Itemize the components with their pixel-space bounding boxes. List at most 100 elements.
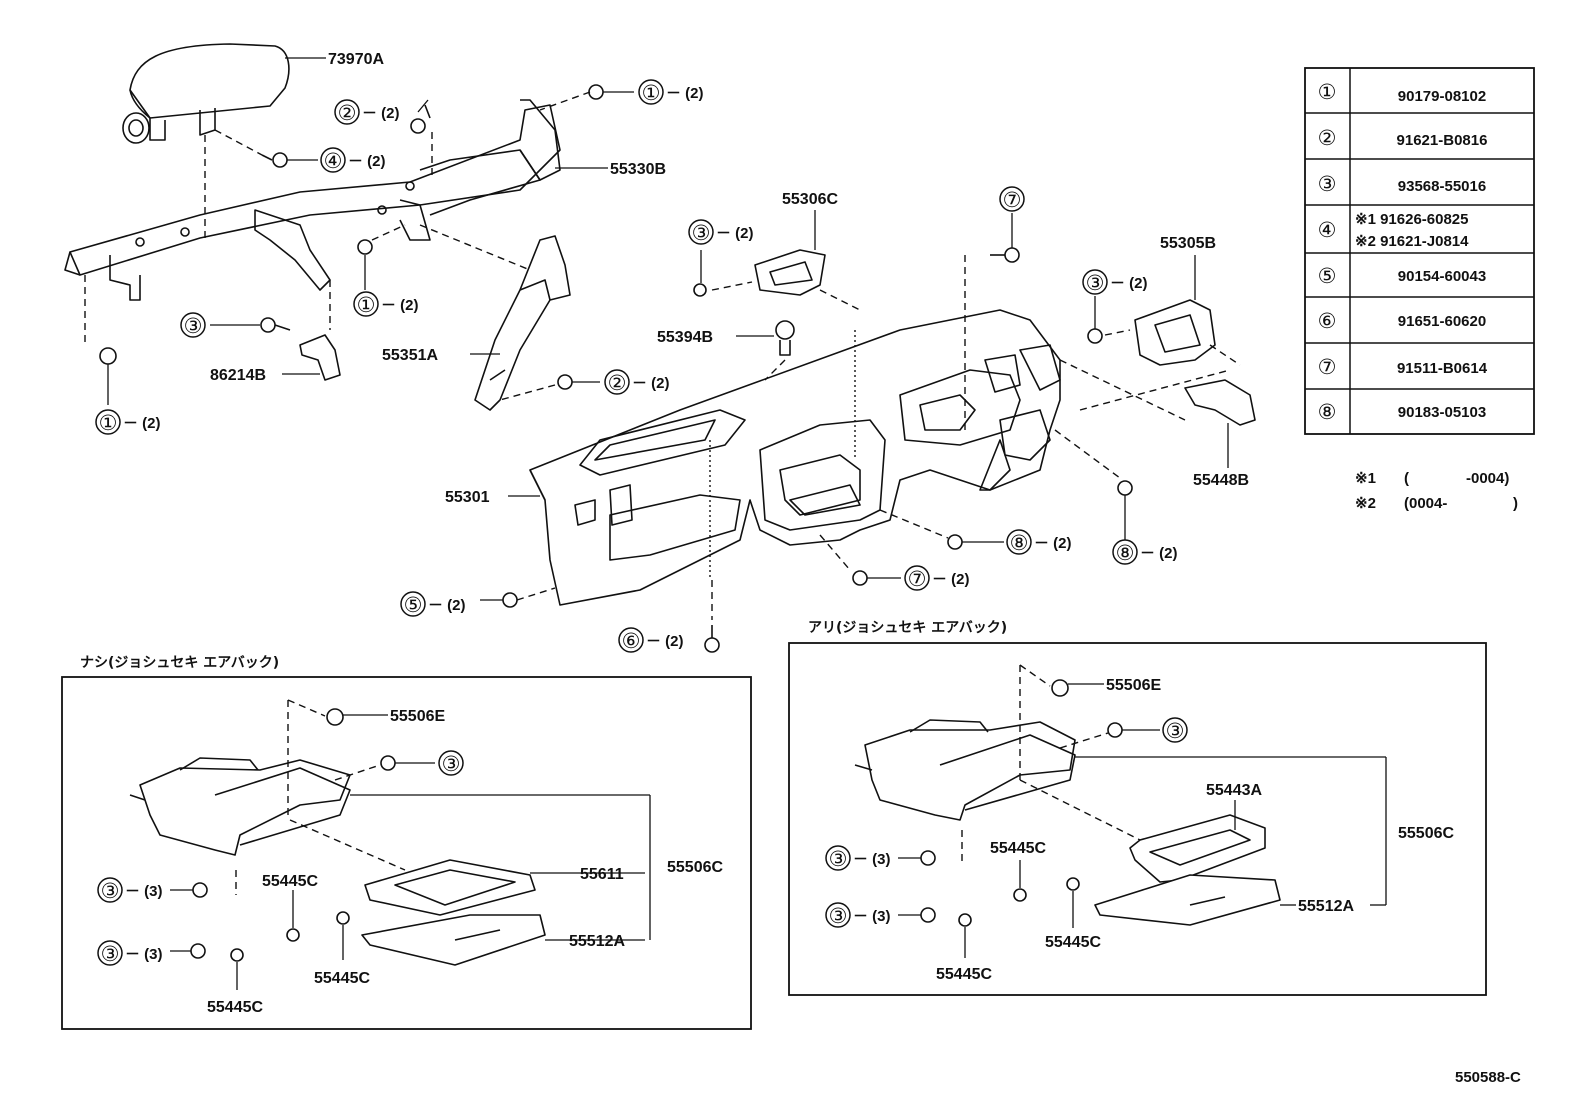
cover-55448B bbox=[1184, 379, 1256, 468]
label-right-55506C: 55506C bbox=[1398, 825, 1454, 842]
svg-text:③: ③ bbox=[442, 753, 461, 776]
table-ref-5: ⑤ bbox=[1318, 265, 1337, 288]
parts-table: ① 90179-08102 ② 91621-B0816 ③ 93568-5501… bbox=[1304, 67, 1535, 435]
label-right-55506E: 55506E bbox=[1106, 677, 1161, 694]
svg-text:③: ③ bbox=[184, 315, 203, 338]
svg-text:③: ③ bbox=[829, 848, 848, 871]
svg-text:⑧: ⑧ bbox=[1116, 542, 1135, 565]
svg-text:－ (2): － (2) bbox=[1110, 275, 1148, 292]
table-part-6: 91651-60620 bbox=[1398, 313, 1486, 330]
table-ref-6: ⑥ bbox=[1318, 310, 1337, 333]
svg-text:－ (2): － (2) bbox=[666, 85, 704, 102]
table-part-4a: ※1 91626-60825 bbox=[1355, 211, 1469, 228]
glovebox-right bbox=[854, 664, 1387, 958]
svg-text:－ (2): － (2) bbox=[428, 597, 466, 614]
svg-text:①: ① bbox=[99, 412, 118, 435]
label-right-55445C-a: 55445C bbox=[990, 840, 1046, 857]
table-part-3: 93568-55016 bbox=[1398, 178, 1486, 195]
svg-text:－ (2): － (2) bbox=[716, 225, 754, 242]
label-left-55445C-c: 55445C bbox=[207, 999, 263, 1016]
label-55351A: 55351A bbox=[382, 347, 438, 364]
label-left-55506E: 55506E bbox=[390, 708, 445, 725]
callout-left-c3-c: ③ bbox=[97, 940, 123, 966]
callout-c1-top: ① bbox=[638, 79, 664, 105]
table-ref-3: ③ bbox=[1318, 173, 1337, 196]
label-86214B: 86214B bbox=[210, 367, 266, 384]
callout-right-c3-b: ③ bbox=[825, 845, 851, 871]
label-left-55506C: 55506C bbox=[667, 859, 723, 876]
svg-text:－ (3): － (3) bbox=[125, 946, 163, 963]
svg-text:－ (2): － (2) bbox=[1034, 535, 1072, 552]
svg-text:－ (2): － (2) bbox=[381, 297, 419, 314]
notes: ※1 ( -0004) ※2 (0004- ) bbox=[1355, 470, 1518, 512]
reinforcement-55330B bbox=[64, 99, 608, 301]
callout-c5: ⑤ bbox=[400, 591, 426, 617]
register-55306C bbox=[711, 210, 861, 311]
svg-text:②: ② bbox=[608, 372, 627, 395]
label-55330B: 55330B bbox=[610, 161, 666, 178]
section-label-without-airbag: ナシ(ジョシュセキ エアバック) bbox=[80, 655, 279, 671]
label-73970A: 73970A bbox=[328, 51, 384, 68]
callout-c8-a: ⑧ bbox=[1006, 529, 1032, 555]
callout-right-c3-c: ③ bbox=[825, 902, 851, 928]
callout-c3-86214: ③ bbox=[180, 312, 206, 338]
table-ref-4: ④ bbox=[1318, 219, 1337, 242]
brace-55351A bbox=[470, 235, 571, 411]
label-right-55445C-c: 55445C bbox=[936, 966, 992, 983]
label-55394B: 55394B bbox=[657, 329, 713, 346]
clip-55394B bbox=[736, 320, 795, 381]
svg-text:③: ③ bbox=[1166, 720, 1185, 743]
svg-text:②: ② bbox=[338, 102, 357, 125]
label-right-55443A: 55443A bbox=[1206, 782, 1262, 799]
svg-text:－ (2): － (2) bbox=[348, 153, 386, 170]
callout-c3-55306: ③ bbox=[688, 219, 714, 245]
svg-text:－ (3): － (3) bbox=[125, 883, 163, 900]
svg-text:③: ③ bbox=[829, 905, 848, 928]
svg-text:-0004): -0004) bbox=[1466, 470, 1509, 487]
svg-text:③: ③ bbox=[101, 943, 120, 966]
fasteners-upper-left bbox=[84, 84, 634, 405]
svg-text:⑥: ⑥ bbox=[622, 630, 641, 653]
svg-text:③: ③ bbox=[1086, 272, 1105, 295]
table-ref-1: ① bbox=[1318, 81, 1337, 104]
callout-c7-bottom: ⑦ bbox=[904, 565, 930, 591]
label-right-55445C-b: 55445C bbox=[1045, 934, 1101, 951]
svg-text:－ (2): － (2) bbox=[932, 571, 970, 588]
bracket-86214B bbox=[282, 334, 341, 381]
svg-text:①: ① bbox=[642, 82, 661, 105]
svg-text:－ (2): － (2) bbox=[646, 633, 684, 650]
box-without-airbag bbox=[61, 676, 752, 1030]
svg-text:※1: ※1 bbox=[1355, 470, 1376, 487]
label-right-55512A: 55512A bbox=[1298, 898, 1354, 915]
svg-text:⑦: ⑦ bbox=[908, 568, 927, 591]
callout-c6: ⑥ bbox=[618, 627, 644, 653]
fasteners-center bbox=[480, 213, 1231, 653]
label-55301: 55301 bbox=[445, 489, 490, 506]
callout-left-c3-a: ③ bbox=[438, 750, 464, 776]
svg-text:※2: ※2 bbox=[1355, 495, 1376, 512]
label-left-55611: 55611 bbox=[580, 866, 624, 883]
svg-text:⑤: ⑤ bbox=[404, 594, 423, 617]
svg-text:－ (3): － (3) bbox=[853, 908, 891, 925]
svg-text:－ (2): － (2) bbox=[1140, 545, 1178, 562]
box-with-airbag bbox=[788, 642, 1487, 996]
table-ref-2: ② bbox=[1318, 127, 1337, 150]
table-part-7: 91511-B0614 bbox=[1397, 360, 1488, 377]
callout-c2-mid: ② bbox=[604, 369, 630, 395]
svg-text:⑦: ⑦ bbox=[1003, 189, 1022, 212]
label-left-55512A: 55512A bbox=[569, 933, 625, 950]
table-part-4b: ※2 91621-J0814 bbox=[1355, 233, 1469, 250]
figure-code: 550588-C bbox=[1455, 1069, 1521, 1086]
table-part-8: 90183-05103 bbox=[1398, 404, 1486, 421]
callout-c4: ④ bbox=[320, 147, 346, 173]
callout-c8-b: ⑧ bbox=[1112, 539, 1138, 565]
table-ref-7: ⑦ bbox=[1318, 356, 1337, 379]
label-55305B: 55305B bbox=[1160, 235, 1216, 252]
callout-c2-top: ② bbox=[334, 99, 360, 125]
svg-text:③: ③ bbox=[692, 222, 711, 245]
svg-text:①: ① bbox=[357, 294, 376, 317]
label-55306C: 55306C bbox=[782, 191, 838, 208]
label-left-55445C-a: 55445C bbox=[262, 873, 318, 890]
glovebox-left bbox=[129, 699, 651, 990]
